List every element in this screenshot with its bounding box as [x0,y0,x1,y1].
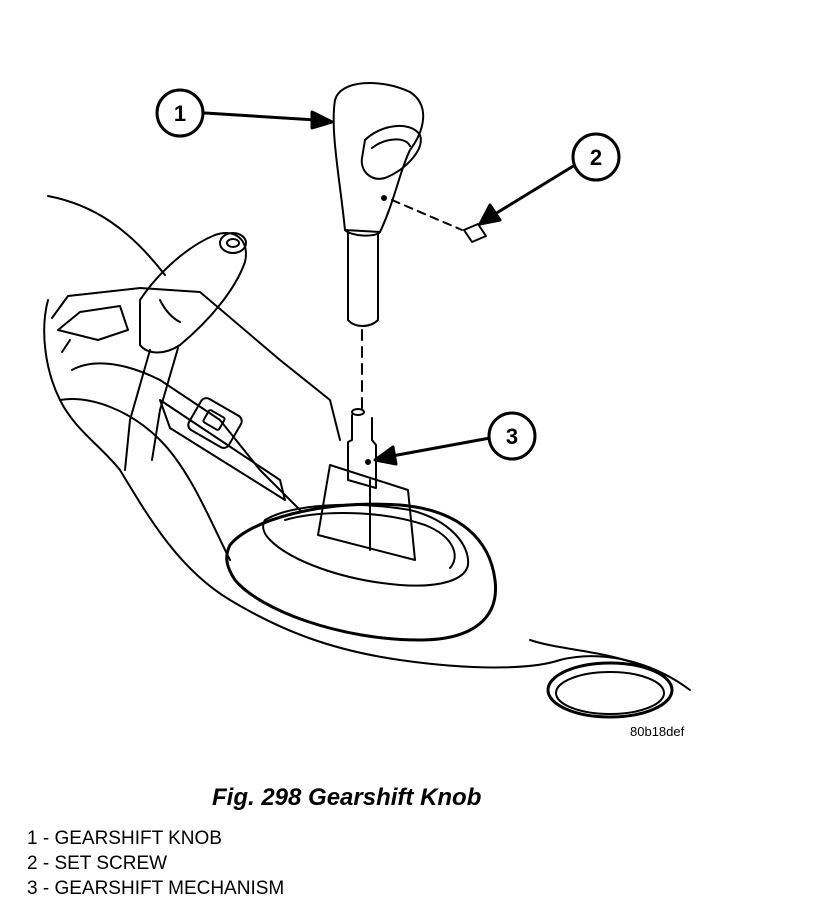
legend-item: 1 - GEARSHIFT KNOB [27,828,222,849]
legend-item: 2 - SET SCREW [27,853,168,874]
callout-2-label: 2 [590,145,602,170]
legend: 1 - GEARSHIFT KNOB 2 - SET SCREW 3 - GEA… [27,826,284,901]
gearshift-knob [332,82,425,327]
legend-item: 3 - GEARSHIFT MECHANISM [27,878,285,899]
gearshift-knob-illustration: 1 2 3 [43,82,691,719]
parking-brake-handle [124,232,247,471]
set-screw [391,199,487,243]
callout-2: 2 [571,132,621,182]
figure-code: 80b18def [630,724,685,739]
callout-1-label: 1 [174,101,186,126]
shifter-bezel [225,464,674,719]
figure-caption: Fig. 298 Gearshift Knob [212,784,482,811]
center-console [43,195,691,691]
callout-3: 3 [487,411,537,461]
callout-3-label: 3 [506,424,518,449]
callout-1: 1 [155,88,205,138]
gearshift-mechanism [347,329,377,489]
leader-arrows [203,110,577,466]
